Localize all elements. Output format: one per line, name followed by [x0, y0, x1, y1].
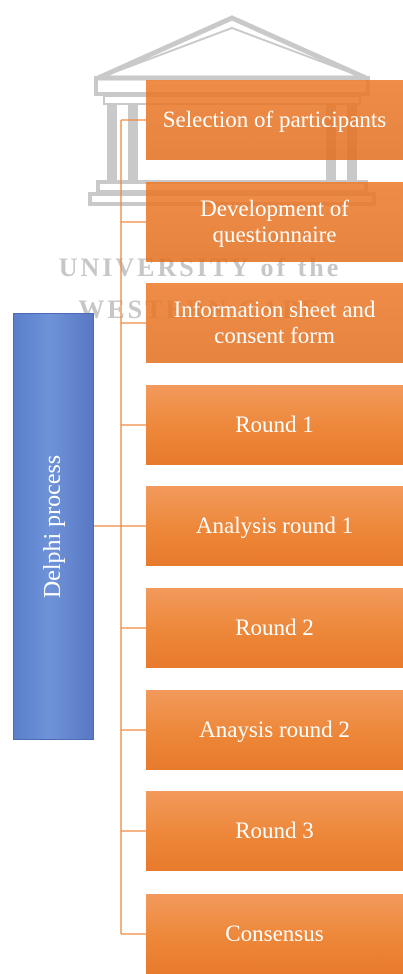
step-box-round-1: Round 1 — [146, 385, 403, 465]
step-box-questionnaire: Development of questionnaire — [146, 182, 403, 262]
step-label: Development of questionnaire — [200, 196, 349, 247]
step-box-analysis-round-1: Analysis round 1 — [146, 486, 403, 566]
step-label: Anaysis round 2 — [199, 717, 350, 742]
step-box-round-3: Round 3 — [146, 791, 403, 871]
step-box-information-sheet: Information sheet and consent form — [146, 283, 403, 363]
step-label: Round 2 — [235, 615, 314, 640]
step-label: Analysis round 1 — [195, 513, 354, 538]
step-label: Information sheet and consent form — [173, 297, 376, 348]
step-label: Selection of participants — [162, 107, 387, 132]
step-box-consensus: Consensus — [146, 894, 403, 974]
step-box-round-2: Round 2 — [146, 588, 403, 668]
root-label: Delphi process — [40, 454, 67, 599]
step-box-analysis-round-2: Anaysis round 2 — [146, 690, 403, 770]
root-node: Delphi process — [13, 313, 94, 740]
step-label: Consensus — [225, 921, 324, 946]
step-label: Round 3 — [235, 818, 314, 843]
step-box-selection: Selection of participants — [146, 80, 403, 160]
step-label: Round 1 — [235, 412, 314, 437]
